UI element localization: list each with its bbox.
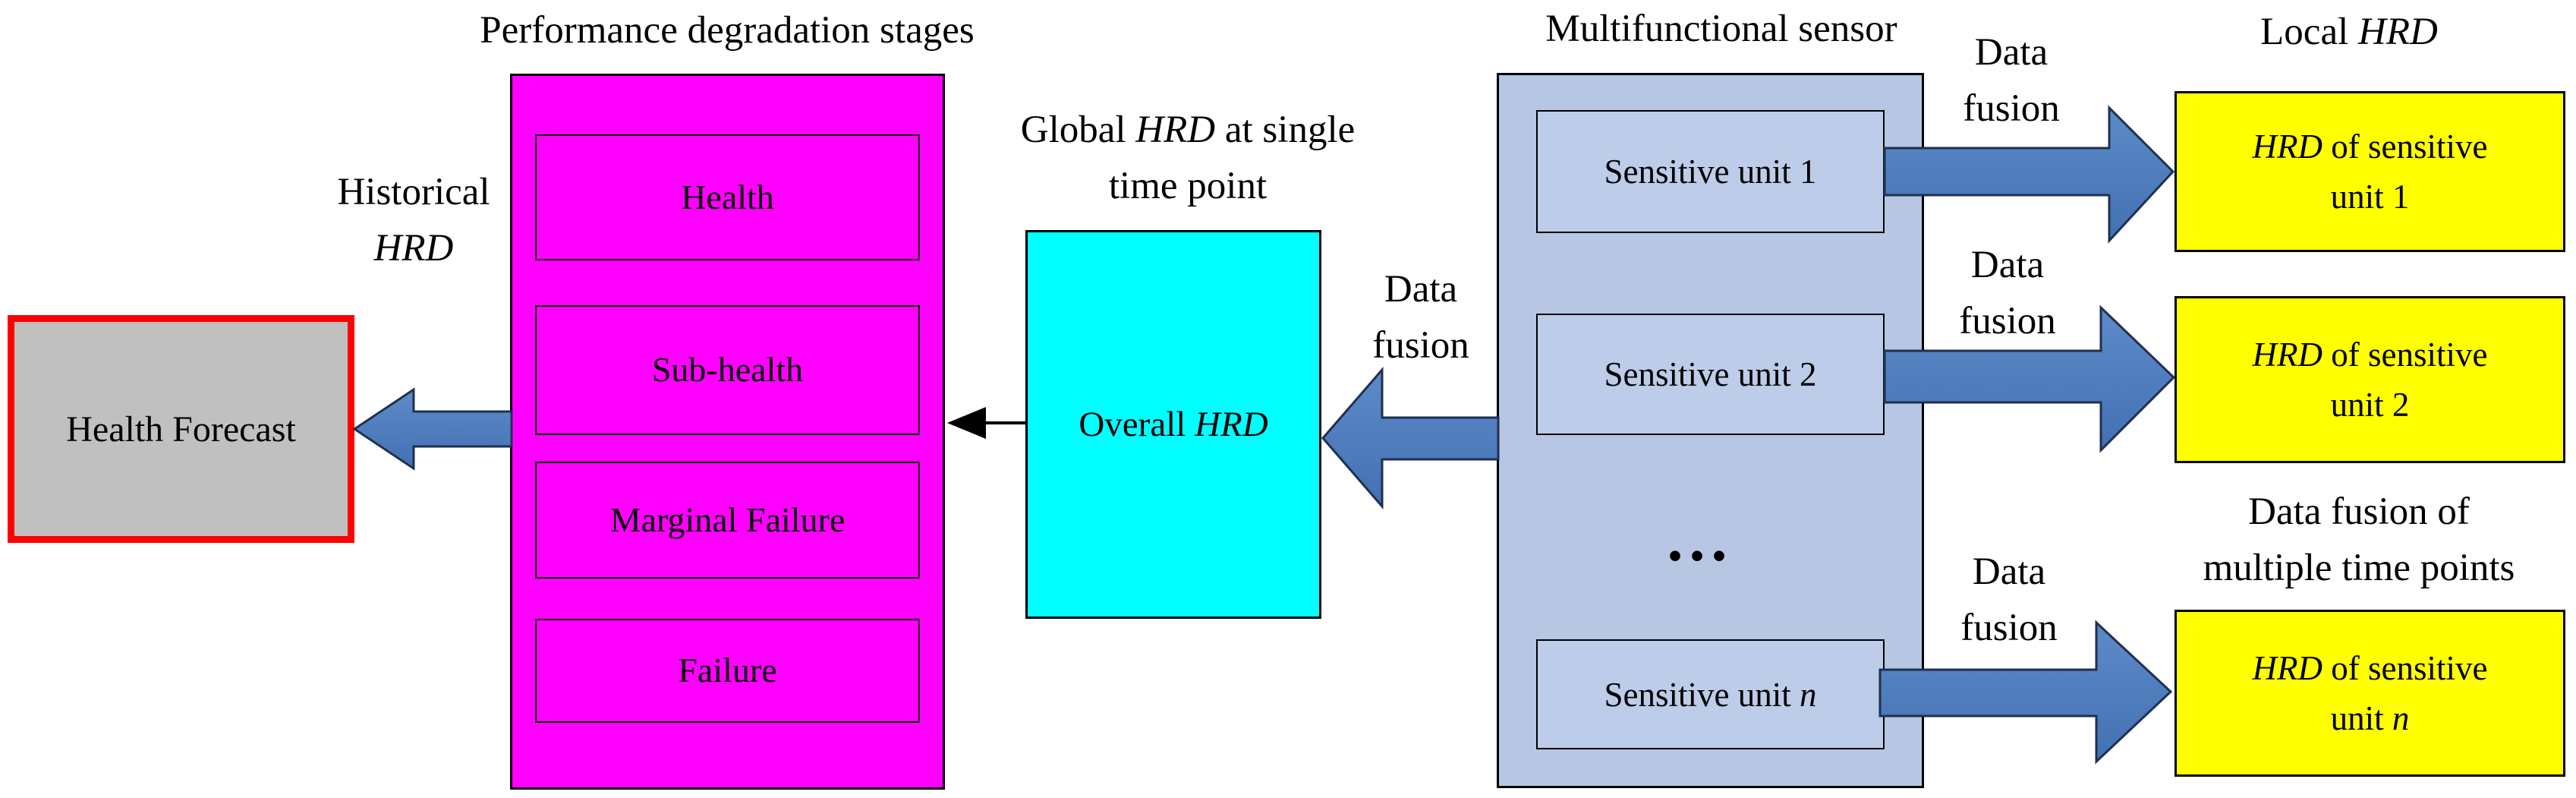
sensitive-unit-n-label: Sensitive unit n [1604, 675, 1817, 714]
hrd-unit-n-line-1: HRD of sensitive [2252, 649, 2488, 687]
historical-hrd-label: Historical HRD [337, 164, 490, 276]
stage-health-label: Health [681, 177, 774, 216]
sensitive-unit-2-box: Sensitive unit 2 [1536, 314, 1885, 435]
local-hrd-label: Local HRD [2260, 4, 2438, 60]
historical-line-1: Historical [337, 171, 490, 213]
stage-failure-box: Failure [535, 619, 920, 723]
arrow-sensor-to-overall [1321, 366, 1500, 510]
stage-failure-label: Failure [678, 651, 777, 690]
data-fusion-label-mid: Data fusion [1372, 261, 1469, 374]
sensitive-unit-2-label: Sensitive unit 2 [1604, 355, 1817, 393]
data-fusion-label-1: Data fusion [1963, 24, 2060, 137]
degradation-title: Performance degradation stages [480, 9, 975, 52]
stage-marginal-failure-box: Marginal Failure [535, 462, 920, 579]
data-fusion-3-line-1: Data [1972, 550, 2046, 593]
local-hrd-line: Local HRD [2260, 11, 2438, 53]
multi-time-line-2: multiple time points [2203, 547, 2515, 589]
hrd-unit-1-line-2: unit 1 [2330, 178, 2410, 216]
health-forecast-box: Health Forecast [8, 315, 354, 543]
historical-line-2: HRD [373, 227, 454, 270]
sensitive-unit-1-label: Sensitive unit 1 [1604, 153, 1817, 191]
data-fusion-label-2: Data fusion [1959, 237, 2056, 349]
hrd-unit-2-box: HRD of sensitive unit 2 [2174, 296, 2565, 463]
sensitive-unit-1-box: Sensitive unit 1 [1536, 110, 1885, 233]
sensor-title: Multifunctional sensor [1545, 8, 1897, 50]
global-hrd-label: Global HRD at single time point [1021, 102, 1356, 214]
hrd-unit-n-line-2: unit n [2330, 699, 2410, 737]
multi-time-line-1: Data fusion of [2248, 490, 2470, 533]
stage-marginal-failure-label: Marginal Failure [609, 500, 846, 539]
global-line-1: Global HRD at single [1020, 109, 1356, 151]
health-forecast-label: Health Forecast [66, 408, 296, 449]
hrd-unit-1-line-1: HRD of sensitive [2252, 128, 2488, 166]
data-fusion-3-line-2: fusion [1960, 607, 2058, 649]
hrd-unit-1-box: HRD of sensitive unit 1 [2174, 91, 2565, 252]
data-fusion-2-line-2: fusion [1959, 300, 2056, 342]
hrd-unit-n-box: HRD of sensitive unit n [2174, 610, 2565, 777]
global-line-2: time point [1108, 165, 1268, 207]
overall-hrd-label: Overall HRD [1079, 405, 1268, 444]
sensitive-unit-n-box: Sensitive unit n [1536, 639, 1885, 749]
stage-sub-health-label: Sub-health [651, 350, 804, 390]
data-fusion-2-line-1: Data [1970, 244, 2045, 286]
hrd-unit-2-line-1: HRD of sensitive [2252, 336, 2488, 374]
stage-sub-health-box: Sub-health [535, 305, 920, 435]
data-fusion-label-3: Data fusion [1960, 544, 2058, 656]
arrow-to-health-forecast [352, 387, 513, 471]
multi-time-fusion-label: Data fusion of multiple time points [2203, 484, 2515, 596]
overall-hrd-box: Overall HRD [1025, 230, 1321, 619]
data-fusion-1-line-1: Data [1974, 31, 2049, 74]
data-fusion-mid-line-2: fusion [1372, 324, 1469, 367]
stage-health-box: Health [535, 134, 920, 260]
hrd-unit-2-line-2: unit 2 [2330, 386, 2410, 424]
data-fusion-mid-line-1: Data [1384, 268, 1458, 311]
arrow-overall-to-stages-head [947, 407, 986, 439]
units-ellipsis: ... [1667, 503, 1734, 575]
data-fusion-1-line-2: fusion [1963, 87, 2060, 130]
